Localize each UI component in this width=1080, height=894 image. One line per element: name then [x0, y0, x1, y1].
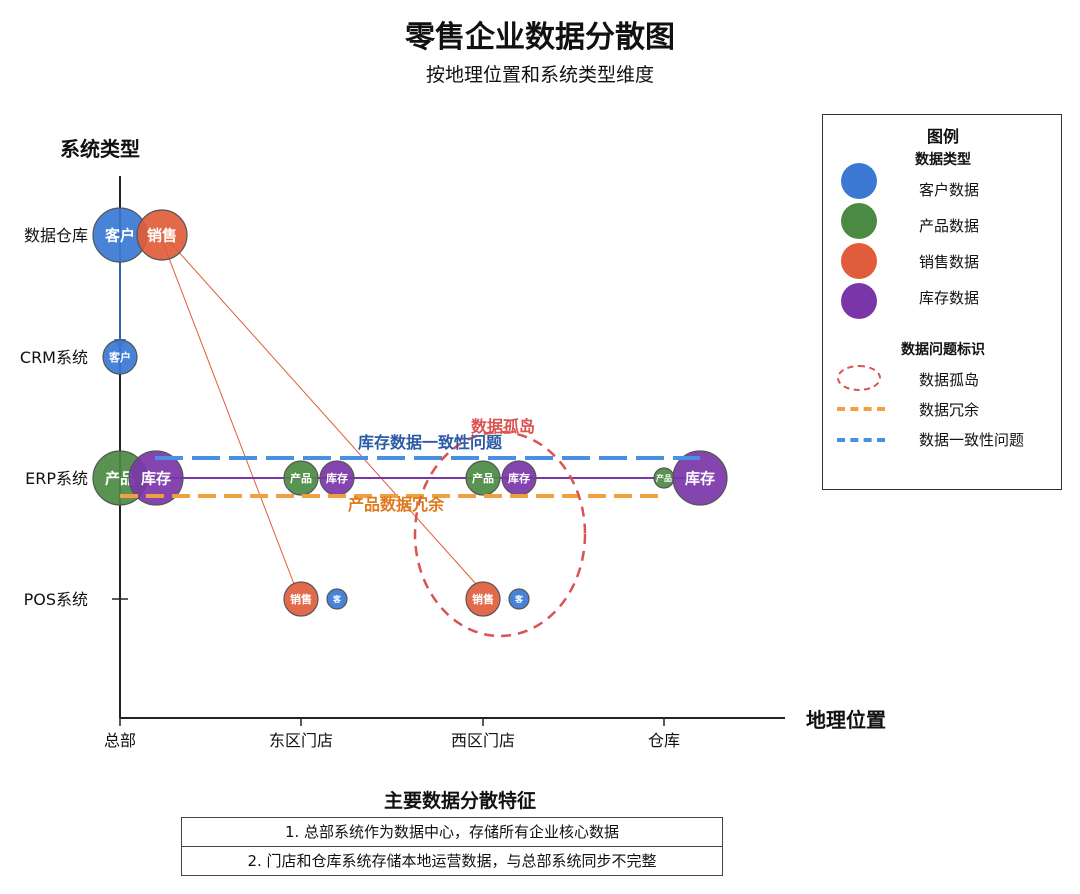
- x-tick-label-1: 东区门店: [269, 731, 333, 750]
- data-bubble-8: [326, 588, 348, 610]
- legend-section-types: 数据类型: [915, 152, 971, 168]
- chart-title: 零售企业数据分散图: [405, 20, 675, 55]
- legend-item-sales: 销售数据: [919, 253, 980, 271]
- legend: 图例 数据类型 客户数据 产品数据 销售数据 库存数据 数据问题标识 数据孤岛 …: [822, 114, 1062, 490]
- legend-section-issues: 数据问题标识: [901, 342, 985, 358]
- bubble-label-0: 客户: [104, 226, 135, 244]
- bubble-label-10: 库存: [508, 471, 530, 485]
- legend-title: 图例: [926, 127, 959, 146]
- bubble-label-4: 库存: [141, 469, 171, 487]
- legend-swatch-silo: [837, 365, 881, 391]
- bubble-label-1: 销售: [147, 226, 177, 244]
- feature-item-1: 1. 总部系统作为数据中心，存储所有企业核心数据: [181, 817, 723, 847]
- bubble-label-8: 客: [332, 594, 342, 604]
- x-tick-label-0: 总部: [104, 731, 136, 750]
- silo-ellipse: [413, 430, 587, 638]
- data-bubble-1: [136, 209, 188, 261]
- consistency-annotation: 库存数据一致性问题: [358, 433, 503, 452]
- legend-item-customer: 客户数据: [919, 181, 980, 199]
- legend-swatch-customer: [841, 163, 877, 199]
- x-tick-label-3: 仓库: [648, 731, 680, 750]
- y-axis-label: 系统类型: [60, 137, 140, 161]
- flow-line-sales-west: [167, 239, 477, 585]
- y-tick-label-2: ERP系统: [25, 469, 88, 488]
- data-bubble-4: [128, 450, 184, 506]
- data-bubble-11: [465, 581, 501, 617]
- bubble-label-13: 产品: [656, 473, 672, 483]
- x-axis-label: 地理位置: [806, 708, 886, 732]
- bubble-label-5: 产品: [290, 471, 312, 485]
- legend-swatch-product: [841, 203, 877, 239]
- legend-item-redundancy: 数据冗余: [919, 401, 980, 419]
- data-bubble-14: [672, 450, 728, 506]
- bubble-label-7: 销售: [290, 592, 312, 606]
- silo-annotation: 数据孤岛: [471, 417, 535, 436]
- feature-item-2: 2. 门店和仓库系统存储本地运营数据，与总部系统同步不完整: [181, 846, 723, 876]
- bubble-label-14: 库存: [685, 469, 715, 487]
- bubble-label-9: 产品: [472, 471, 494, 485]
- legend-swatch-sales: [841, 243, 877, 279]
- legend-swatch-inventory: [841, 283, 877, 319]
- bubble-label-2: 客户: [108, 350, 131, 364]
- data-bubble-7: [283, 581, 319, 617]
- data-bubble-12: [508, 588, 530, 610]
- legend-item-consistency: 数据一致性问题: [919, 431, 1025, 449]
- features-title: 主要数据分散特征: [383, 790, 536, 812]
- bubble-label-3: 产品: [105, 469, 135, 487]
- legend-item-product: 产品数据: [919, 217, 980, 235]
- legend-swatch-consistency: [837, 438, 885, 442]
- data-bubble-9: [465, 460, 501, 496]
- legend-item-inventory: 库存数据: [919, 289, 980, 307]
- legend-swatch-redundancy: [837, 407, 885, 411]
- y-tick-label-3: POS系统: [24, 590, 88, 609]
- chart-subtitle: 按地理位置和系统类型维度: [425, 64, 654, 86]
- data-bubble-5: [283, 460, 319, 496]
- x-tick-label-2: 西区门店: [451, 731, 515, 750]
- data-bubble-2: [102, 339, 138, 375]
- redundancy-annotation: 产品数据冗余: [348, 495, 445, 514]
- y-tick-label-1: CRM系统: [20, 348, 88, 367]
- bubble-label-12: 客: [514, 594, 524, 604]
- bubble-label-6: 库存: [326, 471, 348, 485]
- y-tick-label-0: 数据仓库: [24, 226, 88, 245]
- bubble-label-11: 销售: [472, 592, 494, 606]
- flow-line-sales-east: [161, 239, 295, 585]
- legend-item-silo: 数据孤岛: [919, 371, 980, 389]
